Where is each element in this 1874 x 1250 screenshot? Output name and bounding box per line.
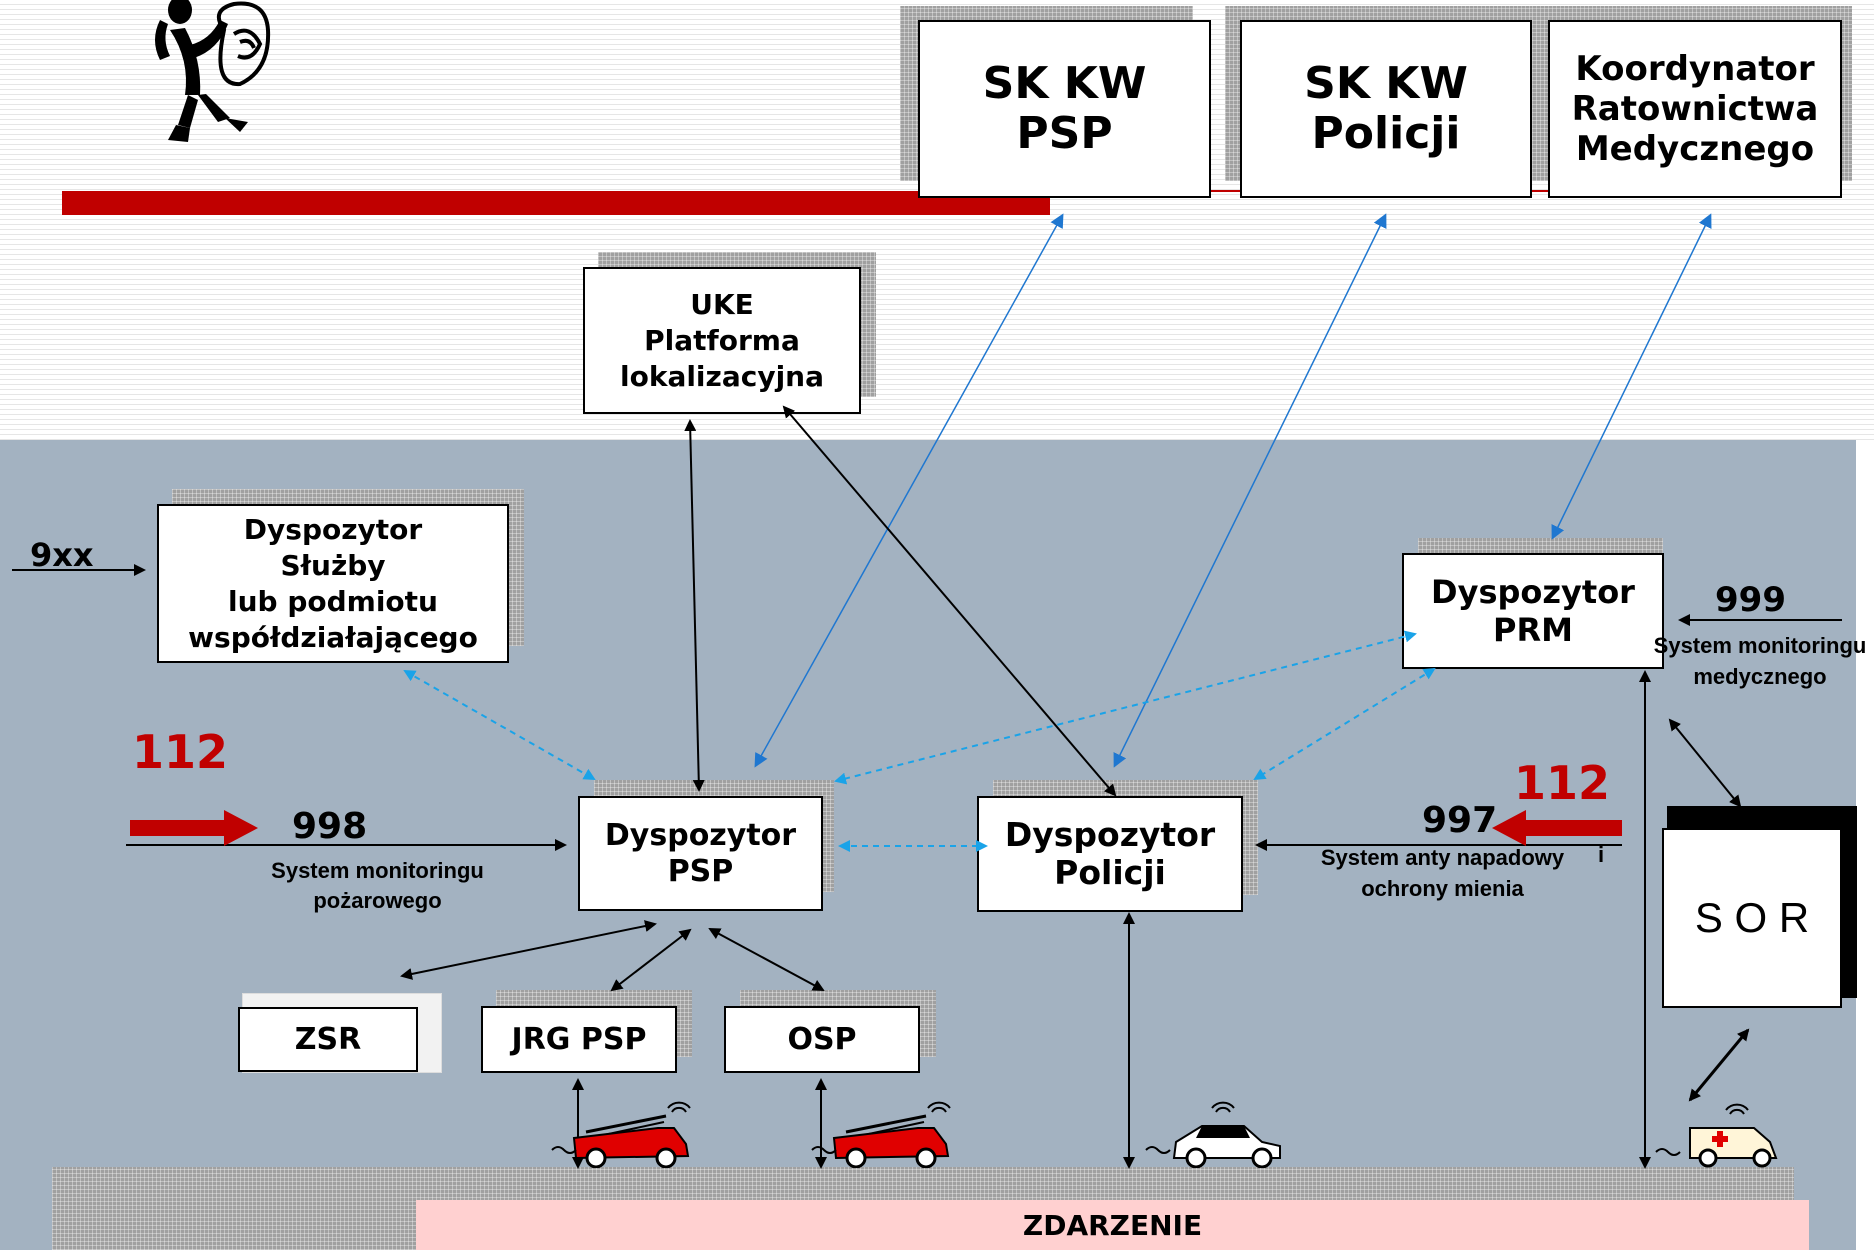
box-sor: S O R — [1662, 828, 1842, 1008]
fire-truck-icon — [551, 1101, 691, 1168]
label-999: 999 — [1715, 580, 1786, 620]
box-jrg-psp: JRG PSP — [481, 1006, 677, 1073]
link-sluzby-psp — [403, 670, 596, 780]
label-system-pozarowy: System monitoringu pożarowego — [271, 858, 484, 913]
fire-truck-icon — [811, 1101, 951, 1168]
label-system-medyczny: System monitoringu medycznego — [1653, 633, 1867, 689]
link-koordynator-prm — [1551, 213, 1712, 540]
police-car-icon — [1145, 1101, 1281, 1168]
label-997: 997 — [1422, 800, 1498, 841]
thinking-figure-icon — [155, 0, 271, 142]
box-dyspozytor-policji: Dyspozytor Policji — [977, 796, 1243, 912]
label-112-right: 112 — [1514, 756, 1611, 810]
red-arrow-right — [1492, 810, 1622, 846]
box-osp: OSP — [724, 1006, 920, 1073]
box-koordynator: Koordynator Ratownictwa Medycznego — [1548, 20, 1842, 198]
box-sk-kw-psp: SK KW PSP — [918, 20, 1211, 198]
link-uke-psp — [684, 419, 705, 792]
box-zsr: ZSR — [238, 1007, 418, 1072]
box-zdarzenie: ZDARZENIE — [416, 1200, 1809, 1250]
label-9xx: 9xx — [30, 536, 94, 574]
link-psp-jrg — [610, 928, 692, 992]
link-psp-osp — [708, 928, 825, 991]
box-dyspozytor-sluzby: Dyspozytor Służby lub podmiotu współdzia… — [157, 504, 509, 663]
link-prm-policji — [1253, 667, 1436, 781]
label-112-left: 112 — [132, 725, 229, 779]
red-arrow-left — [130, 810, 258, 846]
box-dyspozytor-prm: Dyspozytor PRM — [1402, 553, 1664, 669]
link-prm-psp — [834, 630, 1417, 785]
link-sor-ambulance — [1688, 1028, 1750, 1102]
link-skpsp-psp — [754, 213, 1064, 768]
label-system-antynapadowy: System anty napadowy ochrony mienia — [1320, 845, 1565, 901]
ambulance-icon — [1655, 1103, 1778, 1168]
red-bar — [62, 191, 1050, 215]
box-sk-kw-policji: SK KW Policji — [1240, 20, 1532, 198]
link-skpolicji-policji — [1113, 213, 1387, 768]
zdarzenie-label: ZDARZENIE — [1022, 1208, 1203, 1242]
link-prm-sor — [1668, 718, 1742, 808]
link-psp-zsr — [400, 920, 657, 980]
label-998: 998 — [292, 806, 368, 847]
link-uke-policji — [782, 405, 1117, 797]
box-dyspozytor-psp: Dyspozytor PSP — [578, 796, 823, 911]
label-i: i — [1598, 842, 1605, 867]
